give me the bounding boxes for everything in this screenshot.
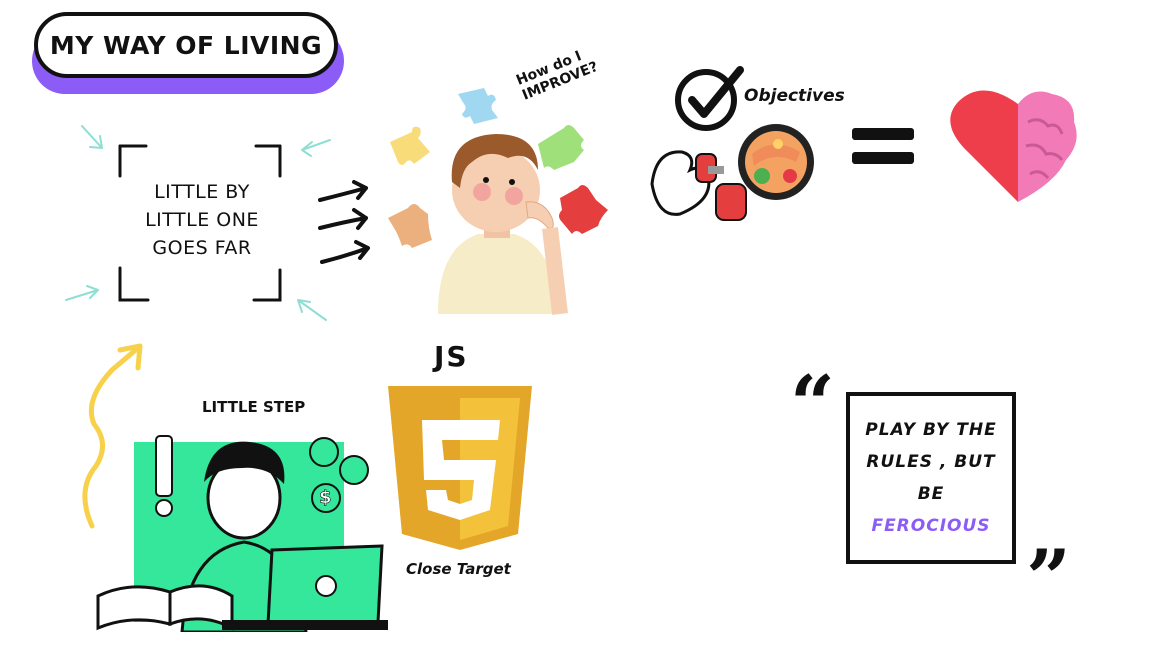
quote-line-3: FEROCIOUS bbox=[871, 516, 991, 536]
javascript-logo bbox=[388, 386, 532, 550]
motto-line-1: LITTLE BY bbox=[154, 181, 250, 203]
exclamation-icon bbox=[155, 435, 173, 517]
motto-line-2: LITTLE ONE bbox=[145, 209, 259, 231]
motto-frame bbox=[65, 125, 331, 321]
thinking-person-illustration bbox=[388, 88, 608, 315]
growth-arrow-icon bbox=[82, 343, 143, 529]
page-title: MY WAY OF LIVING bbox=[49, 30, 323, 60]
working-person-illustration: $ bbox=[96, 435, 388, 632]
quote-box: PLAY BY THE RULES , BUT BE FEROCIOUS bbox=[846, 392, 1016, 564]
objectives-label: Objectives bbox=[744, 86, 845, 106]
equals-icon bbox=[852, 128, 914, 164]
close-target-label: Close Target bbox=[406, 560, 511, 578]
heart-brain-icon bbox=[950, 90, 1077, 202]
checkmark-icon bbox=[675, 66, 744, 131]
open-quote-mark: “ bbox=[790, 359, 835, 450]
little-step-label: LITTLE STEP bbox=[202, 398, 306, 416]
svg-text:$: $ bbox=[319, 487, 332, 508]
motto-text: LITTLE BY LITTLE ONE GOES FAR bbox=[140, 178, 264, 262]
dollar-icon bbox=[309, 437, 369, 513]
js-label: JS bbox=[434, 340, 469, 373]
quote-line-2: RULES , BUT BE bbox=[866, 452, 996, 504]
title-badge: MY WAY OF LIVING bbox=[34, 12, 338, 78]
fitness-food-illustration bbox=[650, 124, 814, 221]
muscle-arm-icon bbox=[650, 150, 747, 221]
arrows-icon bbox=[318, 180, 370, 264]
motto-line-3: GOES FAR bbox=[152, 237, 252, 259]
close-quote-mark: ” bbox=[1026, 533, 1071, 624]
food-bowl-icon bbox=[738, 124, 814, 200]
puzzle-icon bbox=[388, 88, 608, 248]
quote-line-1: PLAY BY THE bbox=[865, 420, 997, 440]
